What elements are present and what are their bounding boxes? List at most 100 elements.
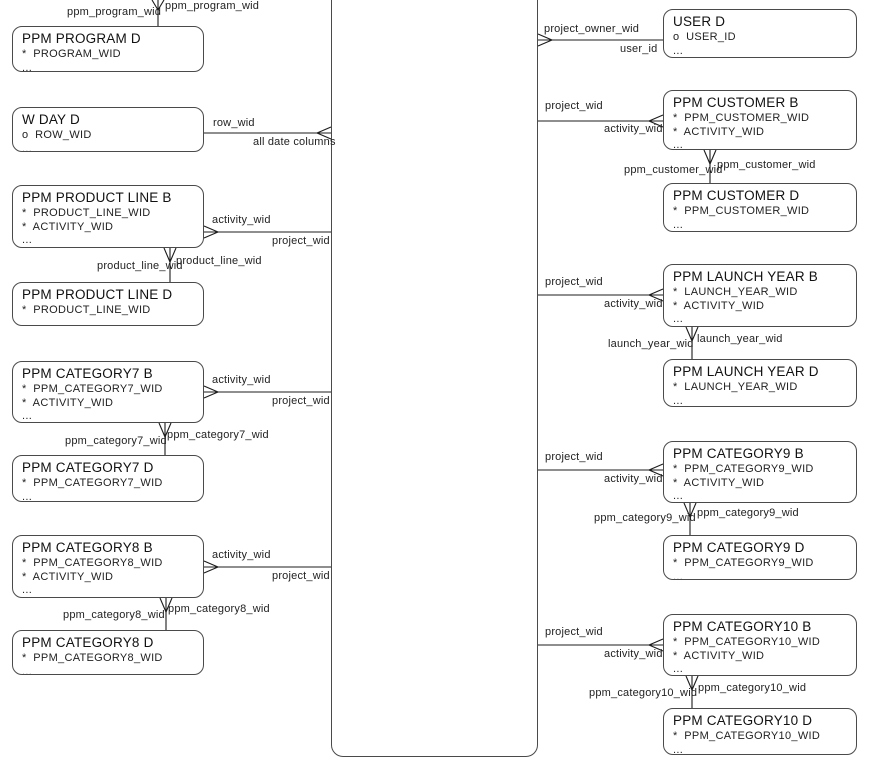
connector-ppm-category10-b-to-d <box>691 675 699 691</box>
connector-label-ppm-customer-wid: ppm_customer_wid <box>717 159 816 171</box>
entity-ppm-category10-b[interactable]: PPM CATEGORY10 B * PPM_CATEGORY10_WID* A… <box>663 614 857 676</box>
entity-title: PPM CATEGORY8 B <box>22 540 153 555</box>
connector-label-project-wid: project_wid <box>272 570 330 582</box>
connector-label-ppm-category10-wid: ppm_category10_wid <box>589 687 698 699</box>
connector-center-to-ppm-customer-b <box>648 120 664 128</box>
connector-label-activity-wid: activity_wid <box>604 648 663 660</box>
entity-title: PPM PRODUCT LINE B <box>22 190 172 205</box>
entity-attribute: * ACTIVITY_WID <box>673 476 765 489</box>
entity-title: PPM CATEGORY8 D <box>22 635 154 650</box>
connector-label-activity-wid: activity_wid <box>212 549 271 561</box>
entity-ppm-category9-b[interactable]: PPM CATEGORY9 B * PPM_CATEGORY9_WID* ACT… <box>663 441 857 503</box>
entity-attribute: o USER_ID <box>673 31 736 43</box>
entity-attributes: * PPM_CATEGORY7_WID... <box>22 477 197 501</box>
connector-ppm-category9-b-to-d <box>689 502 697 518</box>
entity-attributes: * PROGRAM_WID... <box>22 48 197 72</box>
connector-label-activity-wid: activity_wid <box>604 298 663 310</box>
connector-label-ppm-category7-wid: ppm_category7_wid <box>167 429 269 441</box>
entity-attributes: * PPM_CUSTOMER_WID... <box>673 205 850 231</box>
entity-attributes: * PPM_CATEGORY10_WID* ACTIVITY_WID... <box>673 636 850 675</box>
entity-title: W DAY D <box>22 112 80 127</box>
connector-label-ppm-category9-wid: ppm_category9_wid <box>697 507 799 519</box>
entity-attribute: ... <box>673 44 684 57</box>
connector-label-ppm-category8-wid: ppm_category8_wid <box>63 609 165 621</box>
entity-attribute: * PPM_CATEGORY9_WID <box>673 463 814 475</box>
entity-title: PPM CATEGORY10 B <box>673 619 812 634</box>
entity-attribute: ... <box>22 142 33 152</box>
entity-w-day-d[interactable]: W DAY D o ROW_WID... <box>12 107 204 152</box>
entity-ppm-category10-d[interactable]: PPM CATEGORY10 D * PPM_CATEGORY10_WID... <box>663 708 857 755</box>
entity-attributes: * LAUNCH_YEAR_WID... <box>673 381 850 406</box>
entity-attribute: ... <box>673 139 684 150</box>
connector-label-launch-year-wid: launch_year_wid <box>608 338 694 350</box>
entity-attribute: * ACTIVITY_WID <box>673 649 765 662</box>
entity-center-fact-table-cropped[interactable] <box>331 0 538 757</box>
entity-attribute: * PRODUCT_LINE_WID <box>22 304 151 316</box>
entity-attribute: * ACTIVITY_WID <box>22 396 114 409</box>
entity-title: PPM CATEGORY7 B <box>22 366 153 381</box>
connector-center-to-ppm-category9-b <box>648 469 664 477</box>
entity-attributes: * PPM_CATEGORY8_WID* ACTIVITY_WID... <box>22 557 197 597</box>
entity-title: PPM CATEGORY10 D <box>673 713 813 728</box>
entity-title: PPM PROGRAM D <box>22 31 141 46</box>
entity-attribute: ... <box>22 61 33 72</box>
entity-attribute: * PPM_CATEGORY10_WID <box>673 730 821 742</box>
connector-center-to-ppm-category9-b <box>648 463 664 471</box>
connector-center-to-user-d <box>537 39 553 47</box>
connector-ppm-category7-b-to-center <box>203 391 219 399</box>
connector-label-project-owner-wid: project_owner_wid <box>544 23 640 35</box>
entity-attribute: ... <box>673 743 684 755</box>
entity-attributes: * PPM_CATEGORY9_WID* ACTIVITY_WID... <box>673 463 850 502</box>
entity-ppm-customer-b[interactable]: PPM CUSTOMER B * PPM_CUSTOMER_WID* ACTIV… <box>663 90 857 150</box>
connector-label-ppm-customer-wid: ppm_customer_wid <box>624 164 723 176</box>
connector-ppm-program-d-to-top <box>157 0 165 11</box>
connector-label-ppm-category8-wid: ppm_category8_wid <box>168 603 270 615</box>
entity-ppm-launch-year-d[interactable]: PPM LAUNCH YEAR D * LAUNCH_YEAR_WID... <box>663 359 857 407</box>
entity-ppm-category9-d[interactable]: PPM CATEGORY9 D * PPM_CATEGORY9_WID... <box>663 535 857 580</box>
entity-attributes: * PPM_CATEGORY9_WID... <box>673 557 850 579</box>
entity-attribute: * PPM_CATEGORY8_WID <box>22 652 163 664</box>
connector-label-ppm-category9-wid: ppm_category9_wid <box>594 512 696 524</box>
connector-ppm-category8-b-to-d <box>165 597 173 613</box>
entity-attribute: * LAUNCH_YEAR_WID <box>673 381 798 393</box>
entity-attribute: * PPM_CUSTOMER_WID <box>673 205 810 217</box>
entity-attribute: o ROW_WID <box>22 129 92 141</box>
entity-attributes: * PRODUCT_LINE_WID* ACTIVITY_WID... <box>22 207 197 247</box>
connector-label-launch-year-wid: launch_year_wid <box>697 333 783 345</box>
entity-attribute: * ACTIVITY_WID <box>673 125 765 138</box>
entity-ppm-product-line-b[interactable]: PPM PRODUCT LINE B * PRODUCT_LINE_WID* A… <box>12 185 204 248</box>
entity-attribute: * ACTIVITY_WID <box>673 299 765 312</box>
connector-w-day-d-to-center <box>316 132 332 140</box>
entity-attribute: * ACTIVITY_WID <box>22 220 114 233</box>
entity-title: PPM LAUNCH YEAR D <box>673 364 819 379</box>
entity-attribute: ... <box>22 584 33 596</box>
entity-ppm-program-d[interactable]: PPM PROGRAM D * PROGRAM_WID... <box>12 26 204 72</box>
entity-attribute: * ACTIVITY_WID <box>22 570 114 583</box>
entity-ppm-customer-d[interactable]: PPM CUSTOMER D * PPM_CUSTOMER_WID... <box>663 183 857 232</box>
entity-attribute: ... <box>673 218 684 231</box>
entity-ppm-category8-b[interactable]: PPM CATEGORY8 B * PPM_CATEGORY8_WID* ACT… <box>12 535 204 598</box>
connector-label-ppm-program-wid: ppm_program_wid <box>165 0 260 12</box>
entity-title: PPM CATEGORY7 D <box>22 460 154 475</box>
entity-ppm-category7-b[interactable]: PPM CATEGORY7 B * PPM_CATEGORY7_WID* ACT… <box>12 361 204 423</box>
entity-ppm-launch-year-b[interactable]: PPM LAUNCH YEAR B * LAUNCH_YEAR_WID* ACT… <box>663 264 857 327</box>
connector-label-ppm-category7-wid: ppm_category7_wid <box>65 435 167 447</box>
entity-attribute: ... <box>22 234 33 246</box>
connector-center-to-ppm-customer-b <box>648 114 664 122</box>
entity-attribute: * PPM_CATEGORY8_WID <box>22 557 163 569</box>
connector-ppm-launch-year-b-to-d <box>685 326 693 342</box>
connector-ppm-category8-b-to-d <box>159 597 167 613</box>
entity-user-d[interactable]: USER D o USER_ID... <box>663 9 857 58</box>
connector-ppm-category8-b-to-center <box>203 560 219 568</box>
connector-label-activity-wid: activity_wid <box>604 123 663 135</box>
entity-ppm-category7-d[interactable]: PPM CATEGORY7 D * PPM_CATEGORY7_WID... <box>12 455 204 502</box>
entity-attribute: * PPM_CATEGORY7_WID <box>22 477 163 489</box>
connector-ppm-launch-year-b-to-d <box>691 326 699 342</box>
connector-center-to-ppm-category10-b <box>648 638 664 646</box>
entity-ppm-category8-d[interactable]: PPM CATEGORY8 D * PPM_CATEGORY8_WID... <box>12 630 204 675</box>
connector-ppm-product-line-b-to-center <box>203 231 219 239</box>
entity-attributes: * LAUNCH_YEAR_WID* ACTIVITY_WID... <box>673 286 850 326</box>
connector-label-project-wid: project_wid <box>272 235 330 247</box>
entity-ppm-product-line-d[interactable]: PPM PRODUCT LINE D * PRODUCT_LINE_WID... <box>12 282 204 326</box>
